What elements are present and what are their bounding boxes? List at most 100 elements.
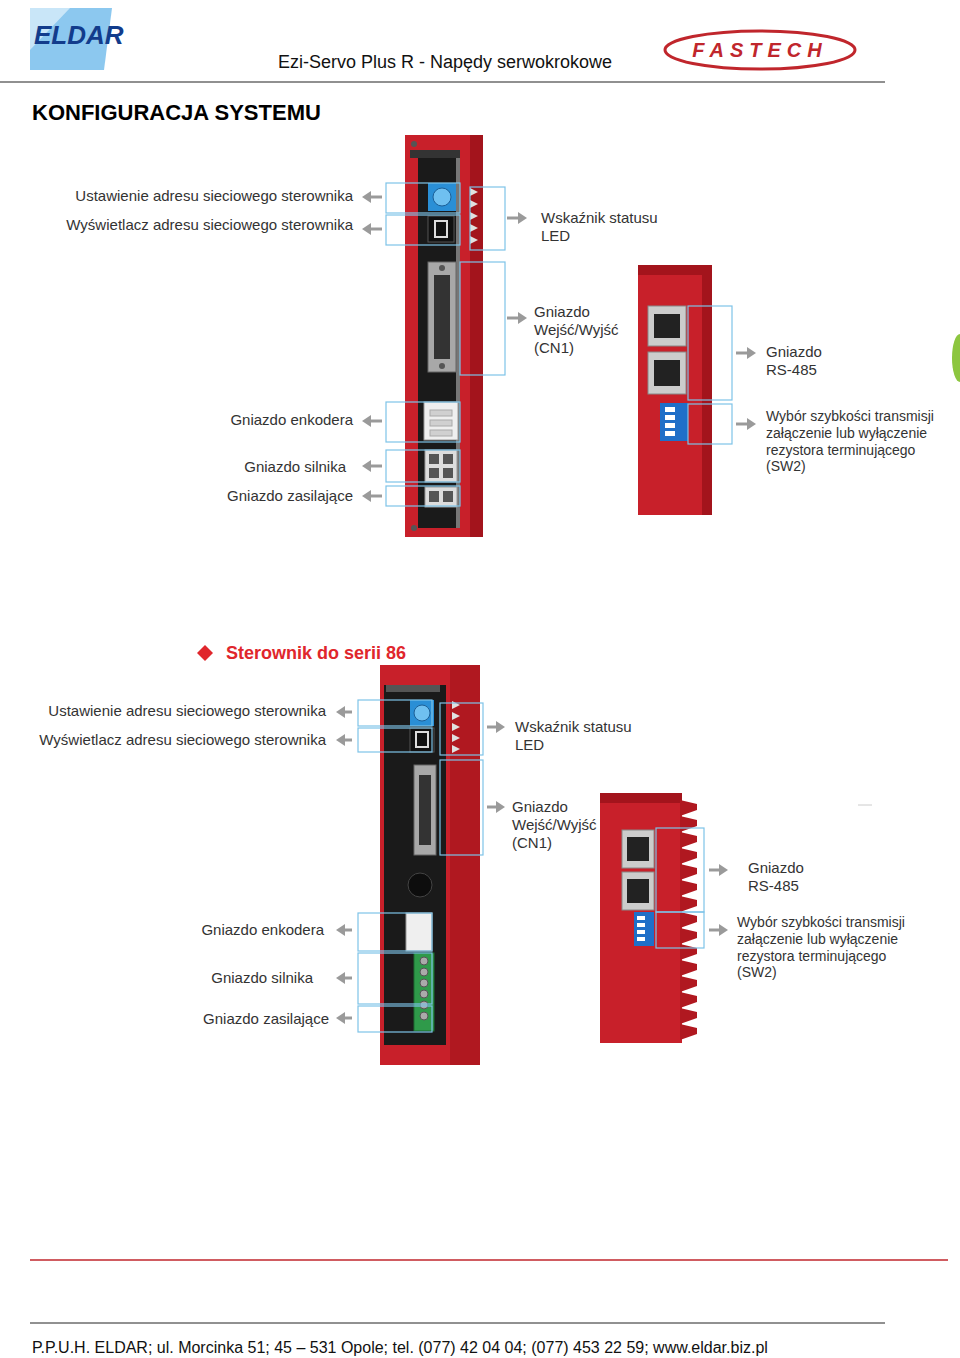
callout-frame <box>688 306 732 400</box>
drive-cap <box>600 793 682 803</box>
status-arrow <box>470 188 478 196</box>
seven-segment-display <box>428 216 454 242</box>
callout-label: Wskaźnik statusu LED <box>541 209 661 245</box>
io-connector <box>414 765 436 855</box>
drive-housing <box>638 265 712 515</box>
callout-label: Gniazdo zasilające <box>193 487 353 505</box>
encoder-connector <box>424 402 458 440</box>
callout-frame <box>358 728 432 752</box>
arrow-head <box>496 721 505 733</box>
callout-label: Gniazdo Wejść/Wyjść (CN1) <box>512 798 602 852</box>
status-arrow <box>452 712 460 720</box>
callout-label: Wybór szybkości transmisji załączenie lu… <box>737 914 927 981</box>
connector-slot <box>430 410 452 416</box>
callout-frame <box>656 912 704 948</box>
page-frame <box>0 8 960 1323</box>
dip-lever <box>665 407 675 412</box>
callout-frame <box>358 700 432 726</box>
status-arrow <box>452 701 460 709</box>
callout-label: Gniazdo Wejść/Wyjść (CN1) <box>534 303 624 357</box>
arrow-head <box>362 460 371 472</box>
page-tab <box>952 334 960 382</box>
connector-pin <box>429 454 439 464</box>
callout-label: Gniazdo RS-485 <box>748 859 810 895</box>
motor-connector <box>425 450 457 482</box>
io-connector-pins <box>419 775 431 845</box>
status-arrow <box>470 236 478 244</box>
callout-label: Gniazdo silnika <box>206 458 346 476</box>
front-panel <box>384 685 446 1045</box>
status-arrow <box>470 224 478 232</box>
screw <box>411 525 417 531</box>
dip-lever <box>637 916 645 920</box>
logo-text: ELDAR <box>34 20 114 51</box>
segment-digit <box>435 221 447 237</box>
connector-pin <box>443 468 453 478</box>
jack-opening <box>627 879 649 903</box>
rotary-dial <box>433 188 451 206</box>
rotary-switch <box>410 700 434 726</box>
drive-housing <box>405 135 483 537</box>
callout-frame <box>358 1006 432 1032</box>
jack-opening <box>654 360 680 386</box>
drive-side <box>600 793 728 1043</box>
logo-ellipse <box>665 31 855 69</box>
arrow-head <box>518 312 527 324</box>
drive-flange <box>702 275 712 515</box>
rs485-jack <box>648 352 686 394</box>
dip-lever <box>665 431 675 436</box>
callout-label: Wyświetlacz adresu sieciowego sterownika <box>33 216 353 234</box>
callout-frame <box>440 703 483 755</box>
dip-lever <box>665 415 675 420</box>
terminal-screw <box>420 990 428 998</box>
header-text: Ezi-Servo Plus R - Napędy serwokrokowe <box>278 52 658 74</box>
arrow-head <box>747 347 756 359</box>
capacitor <box>408 873 432 897</box>
connector-slot <box>430 420 452 426</box>
status-arrow <box>470 200 478 208</box>
seven-segment-display <box>410 728 434 752</box>
callout-frame <box>440 760 483 855</box>
rs485-jack <box>622 872 654 910</box>
terminal-screw <box>420 979 428 987</box>
arrow-head <box>719 924 728 936</box>
rs485-jack <box>648 306 686 346</box>
footer-text: P.P.U.H. ELDAR; ul. Morcinka 51; 45 – 53… <box>32 1338 942 1357</box>
dash-mark <box>858 805 872 806</box>
callout-frame <box>386 486 460 506</box>
status-arrow <box>452 723 460 731</box>
encoder-connector <box>406 913 432 951</box>
rs485-jack <box>622 830 654 868</box>
arrow-head <box>336 972 345 984</box>
callout-frame <box>470 187 505 250</box>
drive-flange <box>450 665 480 1065</box>
drive-front <box>336 665 505 1065</box>
logo-text: FASTECH <box>680 38 840 62</box>
arrow-head <box>747 418 756 430</box>
drive-front <box>362 135 527 537</box>
dip-switch <box>634 912 654 946</box>
terminal-block <box>414 953 434 1031</box>
rotary-switch <box>428 183 456 211</box>
callout-label: Ustawienie adresu sieciowego sterownika <box>8 702 326 720</box>
section-bullet <box>197 645 213 661</box>
callout-label: Gniazdo RS-485 <box>766 343 828 379</box>
jack-opening <box>627 837 649 861</box>
arrow-head <box>719 864 728 876</box>
drive-housing <box>380 665 480 1065</box>
arrow-head <box>336 734 345 746</box>
connector-pin <box>429 491 439 502</box>
callout-frame <box>358 913 432 951</box>
drive-cap <box>386 685 440 692</box>
connector-pin <box>429 468 439 478</box>
footer-rule <box>30 1323 885 1324</box>
drive-side <box>638 265 756 515</box>
callout-label: Gniazdo silnika <box>173 969 313 987</box>
footer-rule <box>30 1259 948 1261</box>
callout-frame <box>386 183 460 213</box>
terminal-screw <box>420 1001 428 1009</box>
io-connector <box>428 262 456 372</box>
status-arrow <box>452 745 460 753</box>
